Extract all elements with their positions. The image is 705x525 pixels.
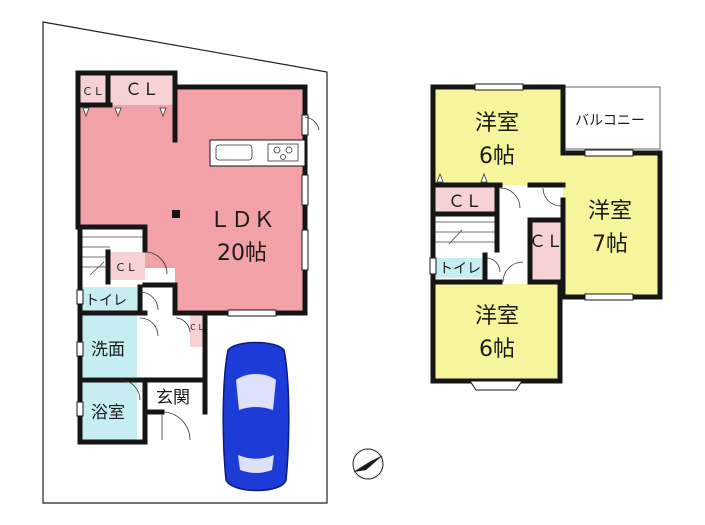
svg-text:洋室: 洋室 [475,304,519,329]
svg-text:ＣＬ: ＣＬ [82,85,104,98]
svg-text:6帖: 6帖 [479,144,515,169]
door-swings-floor1 [119,116,320,401]
room-bathroom: 浴室 [80,382,137,442]
svg-text:洗面: 洗面 [91,340,125,360]
kitchen-sink-icon [215,144,253,161]
svg-text:ＣＬ: ＣＬ [115,261,137,274]
svg-text:トイレ: トイレ [85,293,127,309]
car-icon [222,341,290,492]
svg-text:浴室: 浴室 [91,403,125,423]
svg-text:洋室: 洋室 [475,111,519,136]
svg-text:ＣＬ: ＣＬ [125,80,159,100]
floor-1: ＬＤＫ 20帖 ＣＬ ＣＬ ＣＬ トイ [75,70,320,492]
walls-floor1 [75,70,308,445]
windows-floor2 [429,83,634,391]
room-western-a: 洋室 6帖 [433,87,563,185]
room-entrance: 玄関 [156,388,191,441]
balcony: バルコニー [562,86,661,150]
ldk-name: ＬＤＫ [209,208,275,233]
room-western-c: 洋室 6帖 [433,284,560,381]
door-swings-floor2 [486,187,562,283]
svg-text:バルコニー: バルコニー [575,113,645,129]
closet-tiny: ＣＬ [189,315,205,347]
closet-small: ＣＬ [78,73,108,105]
kitchen-counter [209,139,306,167]
closet-door-marks-floor2 [436,172,488,183]
floor-2: バルコニー 洋室 6帖 洋室 7帖 洋室 6帖 ＣＬ ＣＬ [429,83,663,391]
stove-icon [267,143,299,162]
svg-text:7帖: 7帖 [592,232,628,257]
closet-floor2-a: ＣＬ [433,187,495,213]
column-marker [172,210,180,218]
svg-text:ＣＬ: ＣＬ [189,323,205,332]
ldk-size: 20帖 [217,241,267,266]
compass-icon [352,448,384,480]
svg-text:ＣＬ: ＣＬ [448,192,482,212]
closet-large: ＣＬ [110,73,174,105]
svg-text:トイレ: トイレ [439,261,481,277]
svg-text:6帖: 6帖 [479,337,515,362]
room-toilet-floor2: トイレ [433,258,485,278]
room-toilet-floor1: トイレ [80,287,137,312]
room-washroom: 洗面 [80,315,137,377]
svg-text:ＣＬ: ＣＬ [529,232,563,252]
svg-text:玄関: 玄関 [156,388,190,408]
room-western-b: 洋室 7帖 [563,153,660,297]
stairs-floor2 [435,221,495,245]
closet-door-marks [82,107,167,118]
closet-floor2-b: ＣＬ [529,222,563,280]
windows-floor1 [76,114,309,417]
svg-text:洋室: 洋室 [588,199,632,224]
closet-stair: ＣＬ [110,252,145,280]
